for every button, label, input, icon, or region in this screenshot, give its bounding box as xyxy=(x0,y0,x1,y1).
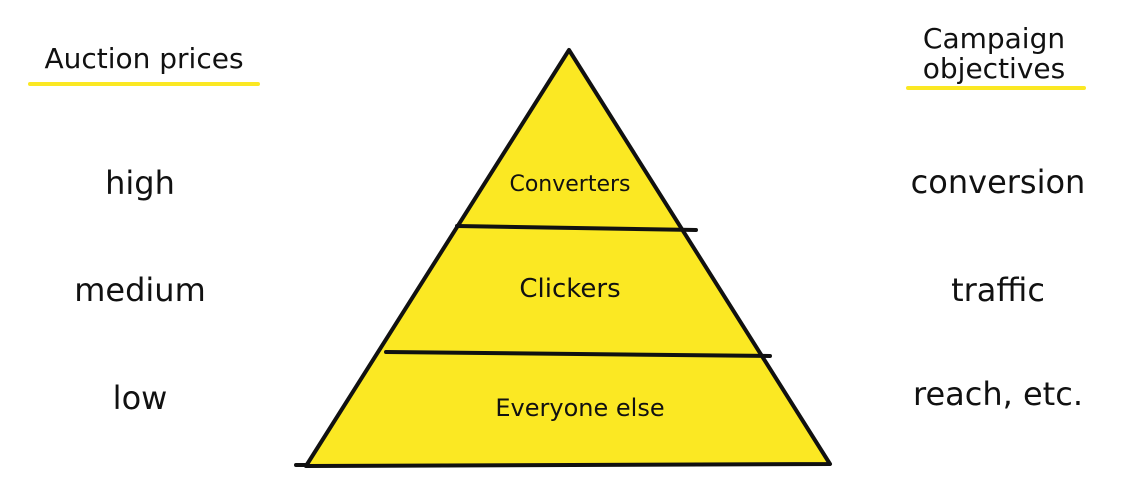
pyramid-shape xyxy=(304,48,832,468)
tier-clickers-label: Clickers xyxy=(519,274,621,304)
objective-traffic-label: traffic xyxy=(951,271,1045,309)
campaign-objectives-underline xyxy=(906,86,1086,90)
campaign-objectives-heading-line2: objectives xyxy=(922,52,1066,85)
campaign-objectives-heading-line1: Campaign xyxy=(922,22,1066,55)
campaign-objectives-heading: Campaign objectives xyxy=(894,24,1094,84)
objective-conversion-label: conversion xyxy=(910,163,1086,201)
pyramid-divider-bottom xyxy=(384,350,772,358)
auction-prices-underline xyxy=(28,82,260,86)
price-low-label: low xyxy=(112,379,168,417)
price-high-label: high xyxy=(105,164,175,202)
objective-reach-label: reach, etc. xyxy=(913,375,1083,413)
tier-everyone-else-label: Everyone else xyxy=(495,394,665,422)
tier-converters-label: Converters xyxy=(509,172,631,197)
pyramid-divider-top xyxy=(455,224,698,232)
price-medium-label: medium xyxy=(74,271,206,309)
auction-prices-heading: Auction prices xyxy=(44,42,244,75)
